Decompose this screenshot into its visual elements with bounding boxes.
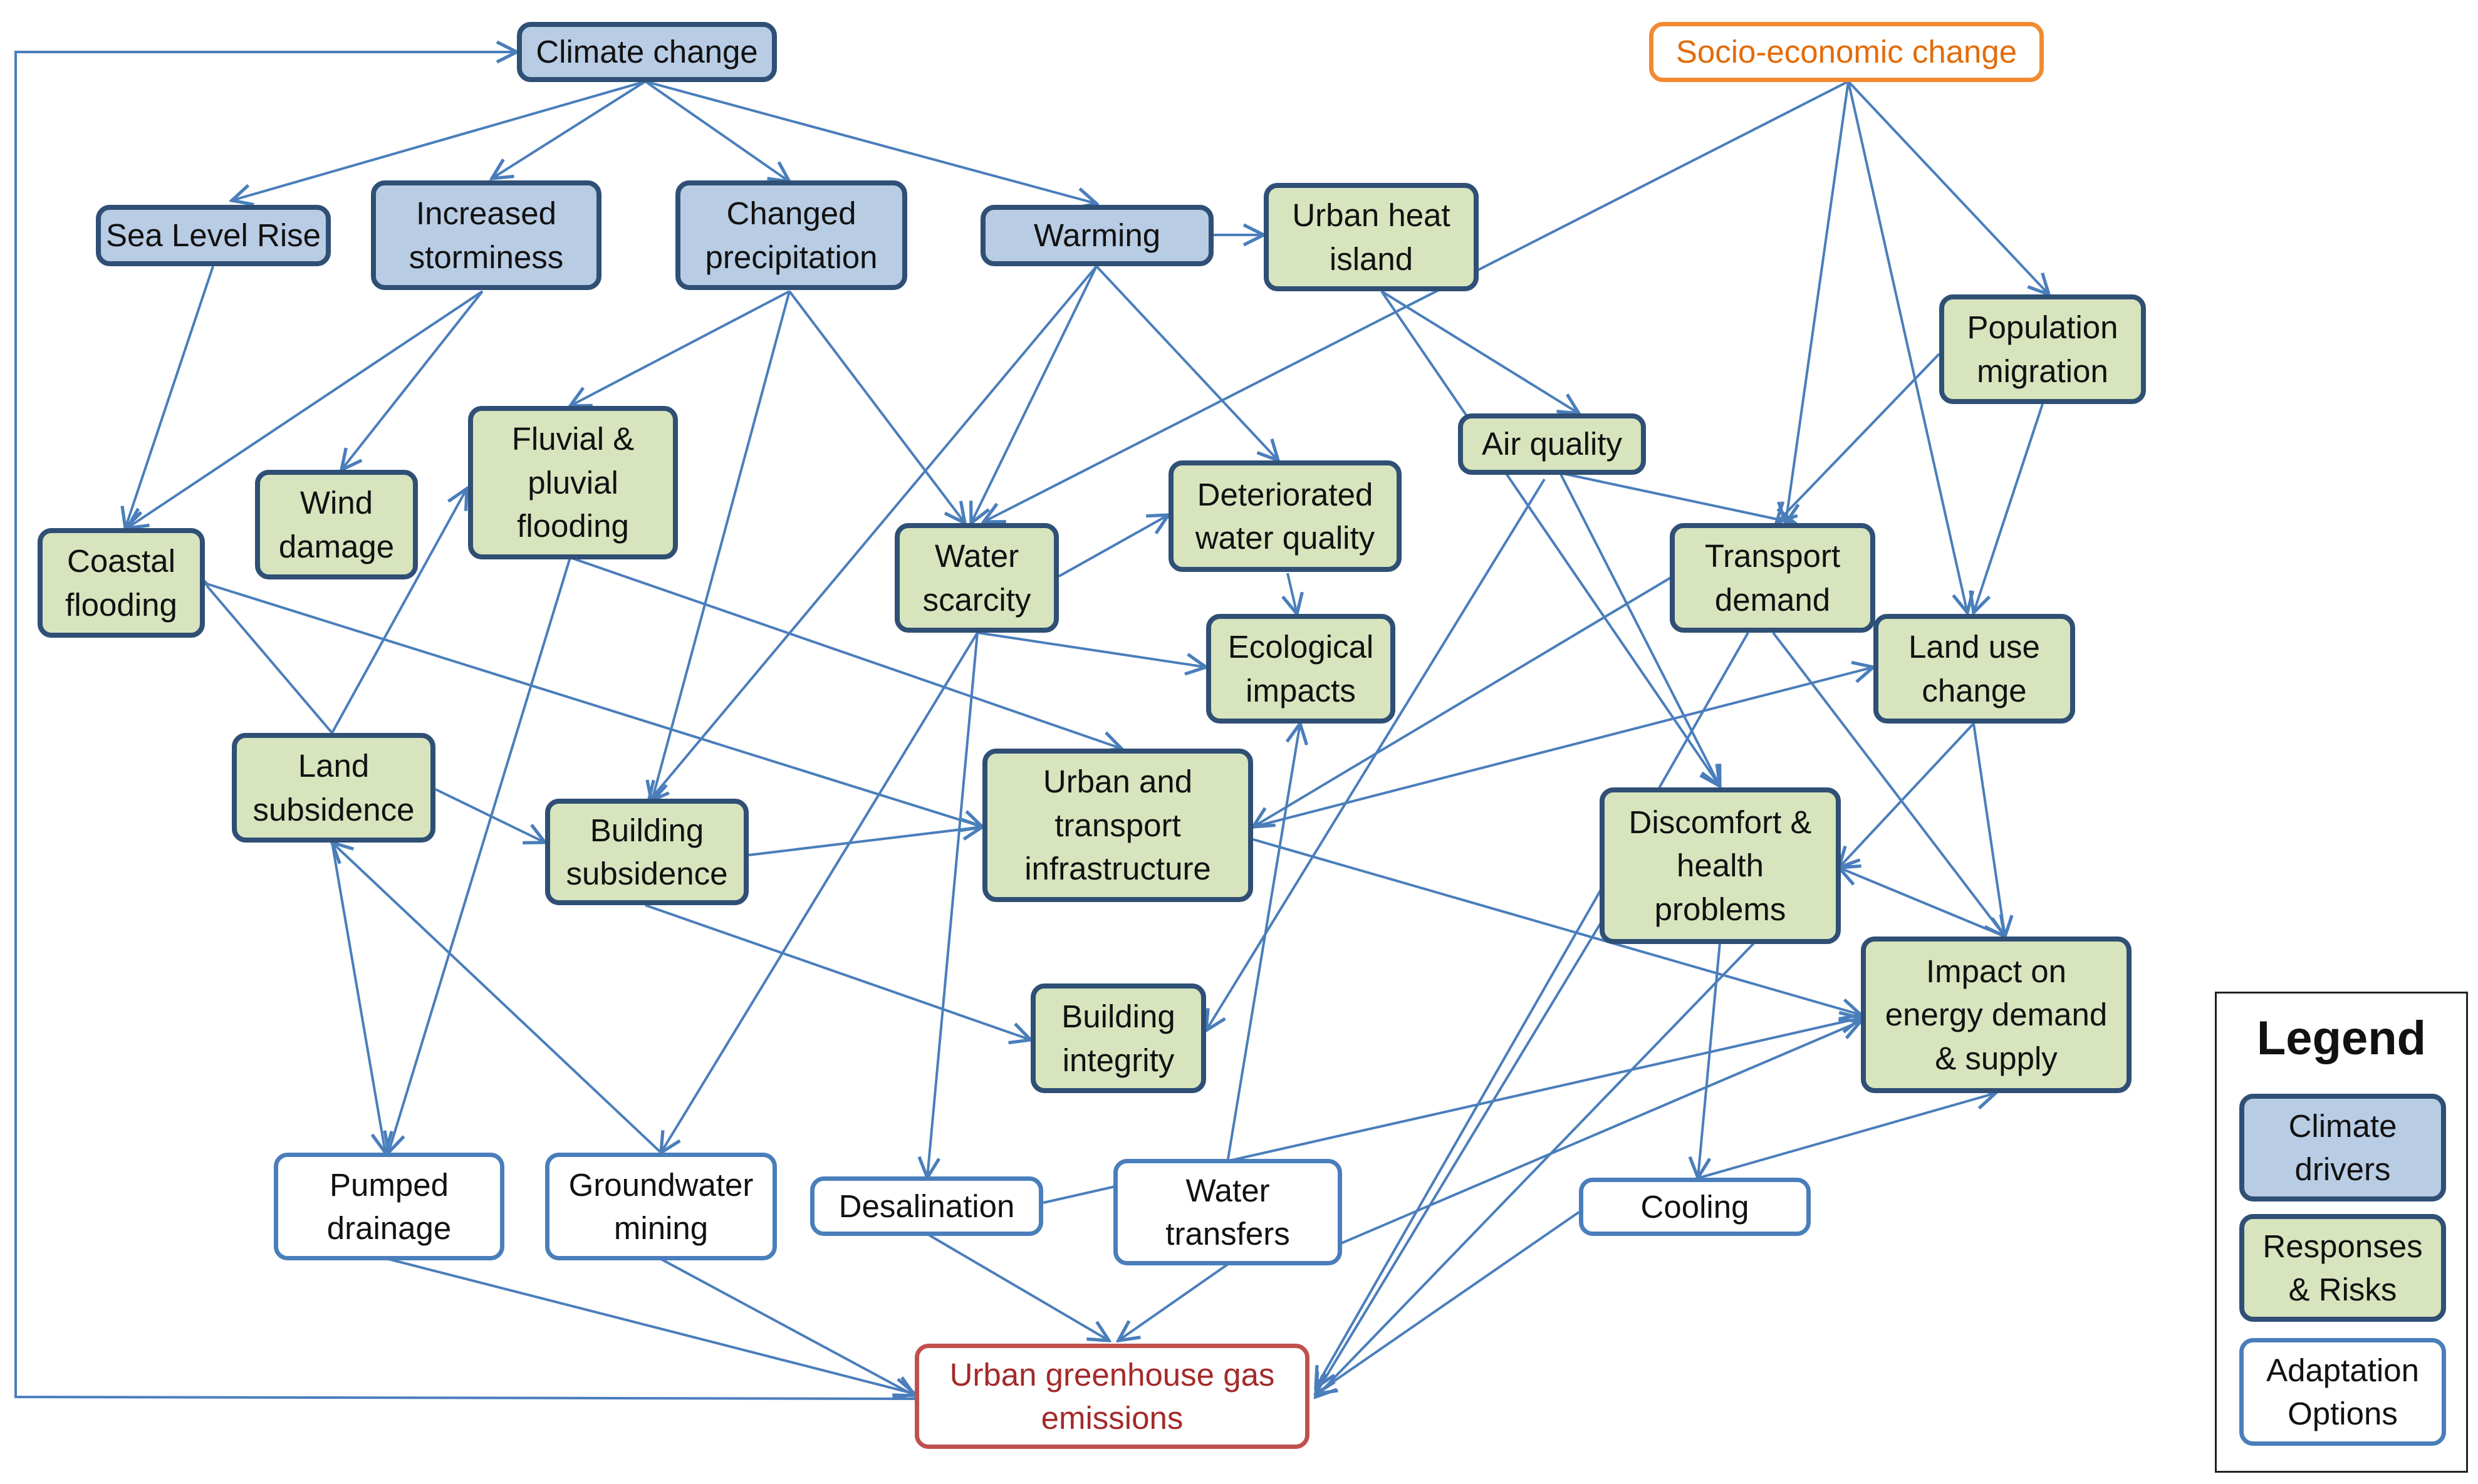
arrow xyxy=(1559,472,1795,523)
arrow xyxy=(1847,81,1967,613)
arrow xyxy=(207,584,982,827)
arrow xyxy=(388,1258,915,1394)
arrow xyxy=(926,1233,1109,1341)
warming-node: Warming xyxy=(981,205,1214,266)
arrow xyxy=(570,556,1122,749)
air-quality-node: Air quality xyxy=(1458,413,1646,475)
arrow xyxy=(1380,290,1579,413)
arrow xyxy=(125,266,214,528)
legend-responses-risks: Responses& Risks xyxy=(2239,1214,2446,1322)
arrow xyxy=(1972,723,2005,937)
arrow xyxy=(1253,667,1873,827)
arrow xyxy=(127,290,484,528)
arrow xyxy=(661,631,979,1153)
arrow xyxy=(748,827,982,856)
arrow xyxy=(341,290,484,470)
arrow xyxy=(1847,80,2049,294)
arrow xyxy=(984,80,1849,522)
arrow xyxy=(331,489,467,734)
socio-economic-change-node: Socio-economic change xyxy=(1649,22,2044,82)
arrow xyxy=(1316,916,1605,1394)
arrow xyxy=(1118,1263,1229,1341)
arrow xyxy=(1380,290,1720,786)
legend-title: Legend xyxy=(2256,1012,2427,1065)
climate-change-node: Climate change xyxy=(517,22,777,82)
arrow xyxy=(977,631,1206,667)
arrow xyxy=(1316,1211,1580,1394)
arrow xyxy=(645,904,1031,1040)
arrow xyxy=(1340,1021,1861,1245)
arrow xyxy=(788,290,965,523)
arrow xyxy=(388,557,571,1153)
arrow xyxy=(645,80,1096,204)
arrow xyxy=(1252,838,1861,1015)
arrow xyxy=(644,80,789,182)
sea-level-rise-node: Sea Level Rise xyxy=(96,205,331,266)
arrow xyxy=(332,843,662,1154)
arrow xyxy=(1095,265,1278,460)
arrow xyxy=(1058,515,1169,578)
arrow xyxy=(1316,942,1756,1397)
arrow xyxy=(1698,942,1721,1178)
arrow xyxy=(435,788,545,843)
arrow xyxy=(1839,722,1975,868)
arrow xyxy=(1288,573,1297,614)
arrow xyxy=(570,290,790,406)
arrow xyxy=(232,80,646,200)
feedback-arrow xyxy=(14,52,915,1400)
arrow xyxy=(660,1258,915,1396)
arrow xyxy=(971,266,1098,523)
arrow xyxy=(1776,353,1940,523)
arrow xyxy=(1227,724,1300,1160)
arrow xyxy=(1786,81,1850,523)
arrow xyxy=(927,632,979,1178)
arrow xyxy=(332,843,385,1153)
cooling-node: Cooling xyxy=(1579,1178,1811,1236)
arrow xyxy=(492,80,647,179)
arrow xyxy=(206,584,333,734)
arrow xyxy=(1839,868,2006,938)
desalination-node: Desalination xyxy=(810,1176,1043,1236)
arrow xyxy=(1974,403,2044,613)
